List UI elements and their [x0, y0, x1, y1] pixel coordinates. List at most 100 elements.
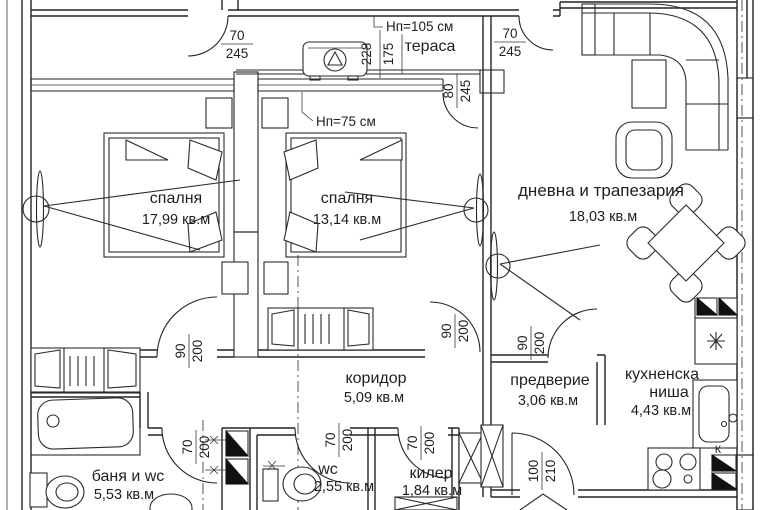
terrace-dim-width: 228	[359, 43, 374, 66]
terrace-dimensions: 228 175	[359, 30, 403, 78]
dim-bathroom-door: 70 200	[180, 430, 212, 464]
svg-text:245: 245	[458, 80, 473, 103]
shaft-icon	[711, 454, 738, 490]
dim-bedroom1-door: 90 200	[173, 334, 205, 368]
svg-text:200: 200	[340, 429, 355, 452]
room-area-living: 18,03 кв.м	[569, 209, 637, 225]
dim-entrance-door: 100 210	[526, 452, 558, 490]
door-bedroom2	[429, 301, 481, 353]
svg-text:90: 90	[173, 343, 188, 358]
room-area-vestibule: 3,06 кв.м	[518, 393, 578, 409]
chair-icon	[669, 269, 703, 303]
room-label-vestibule: предверие	[510, 372, 590, 389]
svg-text:200: 200	[197, 436, 212, 459]
svg-text:70: 70	[229, 28, 244, 43]
fridge-icon	[694, 317, 738, 365]
room-label-bedroom1: спалня	[150, 190, 202, 207]
right-wall-crosshatch-top	[736, 77, 754, 119]
dim-terrace-left-door: 70 245	[221, 28, 253, 61]
svg-text:100: 100	[526, 460, 541, 483]
svg-text:210: 210	[543, 460, 558, 483]
dim-closet-door: 70 200	[405, 426, 437, 460]
wall-lamp-icon	[485, 231, 601, 321]
pillow-icon	[283, 139, 319, 181]
side-table-icon	[631, 59, 667, 109]
room-label-wc: wc	[317, 461, 338, 478]
door-terrace-left	[187, 15, 229, 57]
dim-terrace-right-door: 70 245	[494, 26, 526, 59]
svg-text:90: 90	[515, 335, 530, 350]
room-label-bathroom: баня и wc	[92, 468, 165, 485]
nightstand-icon	[221, 261, 249, 295]
svg-text:70: 70	[502, 26, 517, 41]
wall-lamp-icon	[344, 173, 489, 247]
right-wall-hatch	[736, 117, 754, 456]
room-label-closet: килер	[409, 465, 452, 482]
door-dimensions: 70 245 70 245 80 245 90 200 90 200 90	[173, 26, 558, 490]
terrace-dim-depth: 175	[381, 43, 396, 66]
svg-text:200: 200	[456, 320, 471, 343]
pillow-icon	[187, 139, 223, 181]
room-label-bedroom2: спалня	[321, 190, 373, 207]
table-icon	[647, 204, 725, 282]
sill-height-label: Нп=75 см	[316, 114, 376, 129]
interior-walls	[31, 16, 737, 510]
armchair-icon	[615, 121, 673, 179]
toilet-icon	[262, 460, 322, 502]
room-area-bedroom1: 17,99 кв.м	[142, 212, 210, 228]
door-closet	[397, 427, 449, 479]
bathtub-icon	[30, 392, 141, 456]
door-living-vestibule	[547, 308, 598, 359]
dim-wc-door: 70 200	[323, 423, 355, 457]
door-entrance	[511, 432, 575, 496]
svg-text:245: 245	[226, 46, 249, 61]
room-label-terrace: тераса	[405, 38, 456, 55]
wardrobe-icon	[267, 307, 374, 351]
chair-icon	[626, 226, 660, 260]
shafts	[205, 296, 739, 510]
height-annotations: Нп=105 см Нп=75 см	[301, 16, 453, 129]
sofa-icon	[581, 3, 729, 151]
door-swings	[156, 15, 598, 510]
room-label-living: дневна и трапезария	[518, 181, 684, 200]
bed-icon	[103, 132, 225, 258]
room-label-kitchen-2: ниша	[649, 384, 689, 401]
right-wall-crosshatch-bottom	[736, 454, 754, 510]
sink-basin-icon	[149, 493, 193, 510]
shaft-icon	[696, 296, 739, 316]
shaft-icon	[205, 429, 250, 485]
center-wall-column	[233, 71, 259, 358]
room-area-bedroom2: 13,14 кв.м	[313, 212, 381, 228]
cooktop-icon	[647, 447, 701, 491]
dim-living-vestibule-door: 90 200	[515, 326, 547, 360]
room-area-kitchen: 4,43 кв.м	[631, 403, 691, 419]
chair-icon	[669, 183, 703, 217]
svg-text:70: 70	[180, 439, 195, 454]
ac-unit-icon	[302, 41, 368, 81]
pillow-icon	[187, 211, 223, 253]
dim-bedroom2-door: 90 200	[439, 314, 471, 348]
svg-text:70: 70	[323, 432, 338, 447]
toilet-icon	[29, 472, 85, 509]
chair-icon	[712, 226, 746, 260]
nightstand-icon	[261, 97, 289, 129]
door-wc	[294, 427, 351, 484]
door-terrace-right	[518, 15, 554, 51]
svg-text:245: 245	[499, 44, 522, 59]
nightstand-icon	[263, 261, 289, 295]
wall-pier	[479, 69, 505, 94]
svg-text:80: 80	[441, 83, 456, 98]
dining-set-icon	[626, 183, 746, 303]
furniture	[22, 3, 746, 510]
door-bedroom1	[156, 296, 218, 358]
door-bathroom	[161, 427, 218, 484]
wardrobe-icon	[30, 347, 141, 393]
wall-lamp-icon	[22, 170, 241, 251]
sink-tap-label: К	[715, 444, 722, 456]
window-band	[30, 69, 505, 94]
dim-terrace-living-door: 80 245	[441, 74, 473, 108]
bed-icon	[283, 132, 407, 258]
svg-text:200: 200	[422, 432, 437, 455]
pillow-icon	[283, 211, 319, 253]
